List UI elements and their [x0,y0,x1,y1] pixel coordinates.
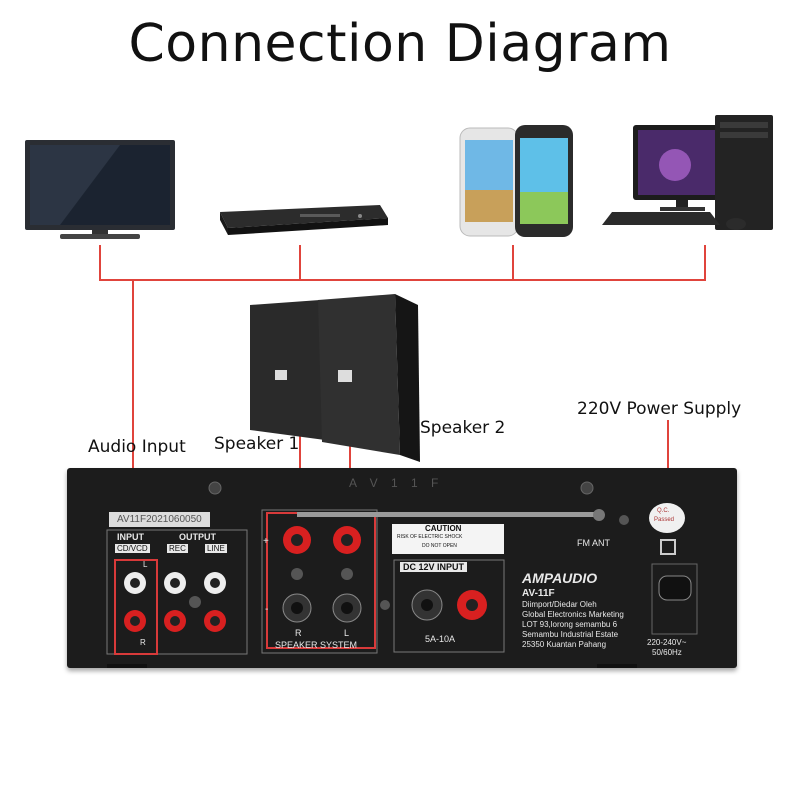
smartphones-icon [460,125,573,237]
power-supply-label: 220V Power Supply [577,399,741,419]
output-header: OUTPUT [179,532,216,542]
tv-icon [25,140,175,239]
importer-line: 25350 Kuantan Pahang [522,640,624,650]
qc-label: Q.C. [657,508,669,514]
input-right-label: R [140,638,146,647]
speaker-r-label: R [295,628,302,638]
brand-logo: AMPAUDIO [522,570,597,586]
speaker-system-label: SPEAKER SYSTEM [275,640,357,650]
importer-line: LOT 93,lorong semambu 6 [522,620,624,630]
importer-line: Diimport/Diedar Oleh [522,600,624,610]
input-left-label: L [143,560,147,569]
dc-input-label: DC 12V INPUT [400,562,467,572]
input-sub-label: CD/VCD [115,544,150,553]
dvd-player-icon [220,205,388,235]
ac-rating-2: 50/60Hz [652,648,682,657]
qc-passed-label: Passed [654,517,674,523]
audio-input-label: Audio Input [88,437,186,457]
dc-rating-label: 5A-10A [425,634,455,644]
speaker-plus-left: + [263,536,269,547]
ac-rating-1: 220-240V~ [647,638,686,647]
amplifier-back-panel: A V 1 1 F AV11F2021060050 INPUT CD/VCD O… [67,468,737,668]
top-model-text: A V 1 1 F [349,476,443,490]
caution-title: CAUTION [425,524,461,533]
speaker-2-label: Speaker 2 [420,418,505,438]
importer-line: Global Electronics Marketing [522,610,624,620]
importer-info: Diimport/Diedar Oleh Global Electronics … [522,600,624,650]
output-rec-label: REC [167,544,188,553]
desktop-computer-icon [602,115,773,230]
speaker-minus-left: - [265,604,268,615]
speaker-1-label: Speaker 1 [214,434,299,454]
output-line-label: LINE [205,544,227,553]
serial-label: AV11F2021060050 [109,512,210,527]
importer-line: Semambu Industrial Estate [522,630,624,640]
fm-ant-label: FM ANT [577,538,610,548]
caution-line-2: DO NOT OPEN [422,543,457,549]
model-label: AV-11F [522,588,555,599]
speaker-l-label: L [344,628,349,638]
input-header: INPUT [117,532,144,542]
caution-line-1: RISK OF ELECTRIC SHOCK [397,534,462,540]
